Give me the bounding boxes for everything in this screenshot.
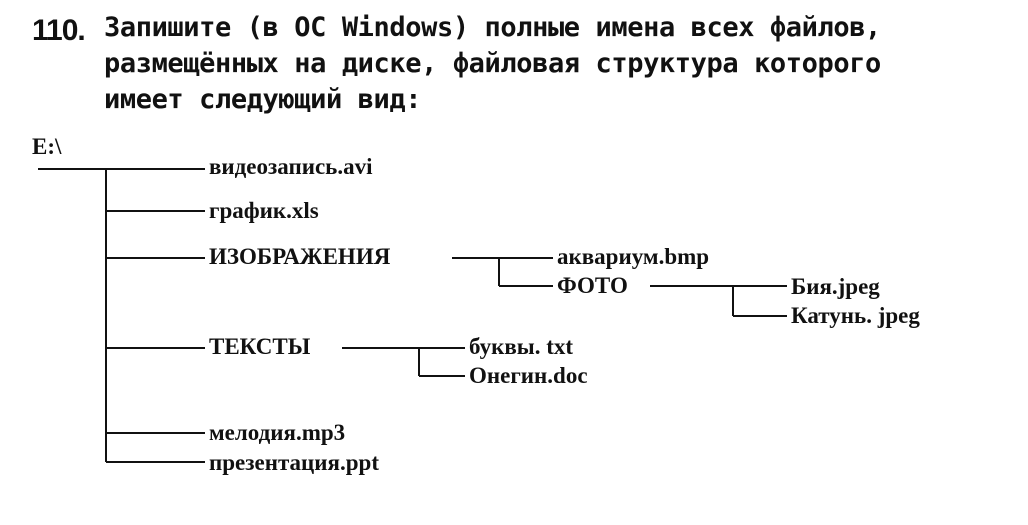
folder-foto: ФОТО	[557, 273, 628, 298]
task-line-3: имеет следующий вид:	[104, 84, 422, 115]
file-katun: Катунь. jpeg	[791, 303, 920, 328]
file-biya: Бия.jpeg	[791, 274, 880, 299]
root-drive-label: E:\	[32, 134, 62, 159]
folder-izobrazheniya: ИЗОБРАЖЕНИЯ	[209, 244, 391, 269]
folder-teksty: ТЕКСТЫ	[209, 334, 311, 359]
file-grafik: график.xls	[209, 198, 319, 223]
file-bukvy: буквы. txt	[469, 334, 574, 359]
file-akvarium: аквариум.bmp	[557, 244, 710, 269]
task-number: 110.	[32, 14, 86, 47]
file-prezentaciya: презентация.ppt	[209, 450, 379, 475]
file-videozapis: видеозапись.avi	[209, 154, 373, 179]
task-line-2: размещённых на диске, файловая структура…	[104, 48, 881, 79]
file-melodiya: мелодия.mp3	[209, 420, 346, 445]
task-statement: Запишите (в ОС Windows) полные имена все…	[104, 10, 1014, 118]
file-onegin: Онегин.doc	[469, 363, 588, 388]
task-line-1: Запишите (в ОС Windows) полные имена все…	[104, 12, 881, 43]
